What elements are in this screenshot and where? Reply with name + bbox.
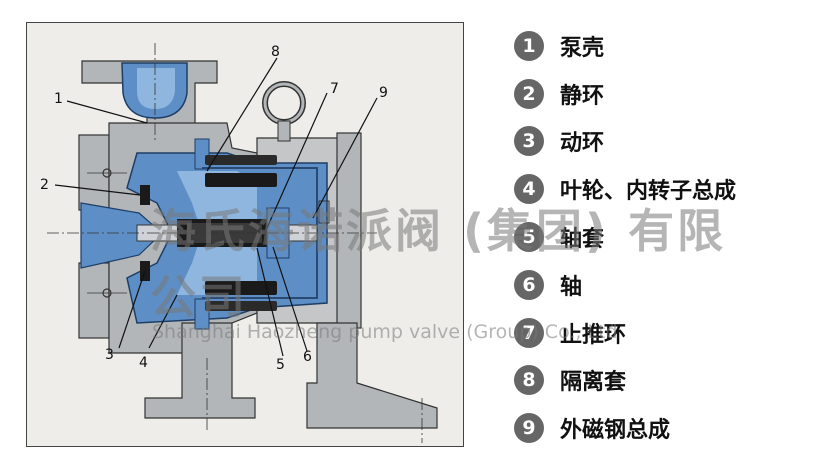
- magnets: [205, 155, 277, 311]
- bracket-bolt: [318, 200, 330, 224]
- legend-item: 5 轴套: [514, 213, 814, 261]
- legend-item: 3 动环: [514, 118, 814, 166]
- legend-label: 叶轮、内转子总成: [560, 179, 737, 205]
- legend-label: 静环: [560, 83, 605, 109]
- legend-label: 隔离套: [560, 370, 627, 396]
- callout-1: 1: [54, 91, 63, 107]
- number-badge: 1: [514, 30, 544, 61]
- legend-item: 1 泵壳: [514, 22, 814, 70]
- parts-legend: 1 泵壳 2 静环 3 动环 4 叶轮、内转子总成 5 轴套 6 轴 7 止推环…: [514, 22, 814, 452]
- number-badge: 8: [514, 365, 544, 396]
- legend-item: 7 止推环: [514, 309, 814, 357]
- number-badge: 2: [514, 78, 544, 109]
- legend-label: 动环: [560, 131, 605, 157]
- legend-item: 9 外磁钢总成: [514, 404, 814, 452]
- number-badge: 3: [514, 126, 544, 157]
- leader-lines: [54, 57, 378, 357]
- legend-label: 外磁钢总成: [560, 418, 671, 444]
- legend-label: 止推环: [560, 322, 627, 348]
- pump-cross-section-svg: 1 2 3 4 5 6 7 8 9: [40, 43, 438, 443]
- callout-8: 8: [271, 44, 280, 60]
- legend-label: 轴套: [560, 227, 605, 253]
- callout-7: 7: [330, 81, 339, 97]
- callout-4: 4: [139, 355, 148, 371]
- legend-item: 6 轴: [514, 261, 814, 309]
- pump-cross-section-diagram: 1 2 3 4 5 6 7 8 9: [26, 22, 464, 447]
- liquid-cavity: [80, 62, 188, 269]
- callout-3: 3: [105, 347, 114, 363]
- center-lines: [47, 43, 423, 443]
- legend-label: 泵壳: [560, 35, 605, 61]
- number-badge: 6: [514, 269, 544, 300]
- callout-numbers: 1 2 3 4 5 6 7 8 9: [40, 44, 388, 373]
- number-badge: 7: [514, 317, 544, 348]
- number-badge: 4: [514, 174, 544, 205]
- callout-2: 2: [40, 177, 49, 193]
- legend-item: 4 叶轮、内转子总成: [514, 165, 814, 213]
- legend-label: 轴: [560, 274, 583, 300]
- callout-5: 5: [276, 357, 285, 373]
- legend-item: 2 静环: [514, 70, 814, 118]
- callout-6: 6: [303, 349, 312, 365]
- number-badge: 9: [514, 413, 544, 444]
- legend-item: 8 隔离套: [514, 357, 814, 405]
- callout-9: 9: [379, 85, 388, 101]
- number-badge: 5: [514, 222, 544, 253]
